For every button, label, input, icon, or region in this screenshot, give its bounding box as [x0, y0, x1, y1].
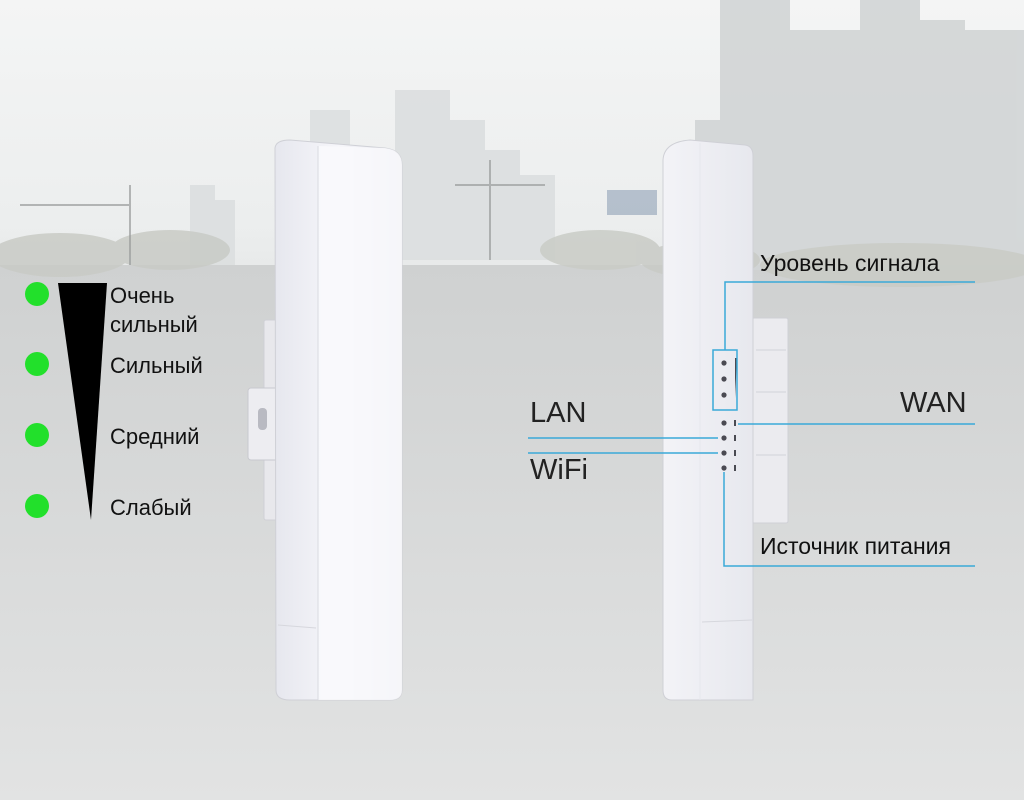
- signal-level-label: Уровень сигнала: [760, 250, 940, 276]
- wan-label: WAN: [900, 387, 967, 419]
- callout-lines: [528, 281, 975, 567]
- legend-weak-label: Слабый: [110, 495, 192, 520]
- legend-strong-label: Сильный: [110, 353, 203, 378]
- indicator-very-strong-dot: [25, 282, 49, 306]
- wifi-label: WiFi: [530, 454, 588, 486]
- power-source-label: Источник питания: [760, 533, 951, 559]
- indicator-strong-dot: [25, 352, 49, 376]
- indicator-weak-dot: [25, 494, 49, 518]
- legend-medium-label: Средний: [110, 424, 200, 449]
- signal-strength-wedge: [58, 283, 107, 520]
- lan-label: LAN: [530, 397, 587, 429]
- legend-very-strong-label: Очень сильный: [110, 283, 198, 337]
- indicator-medium-dot: [25, 423, 49, 447]
